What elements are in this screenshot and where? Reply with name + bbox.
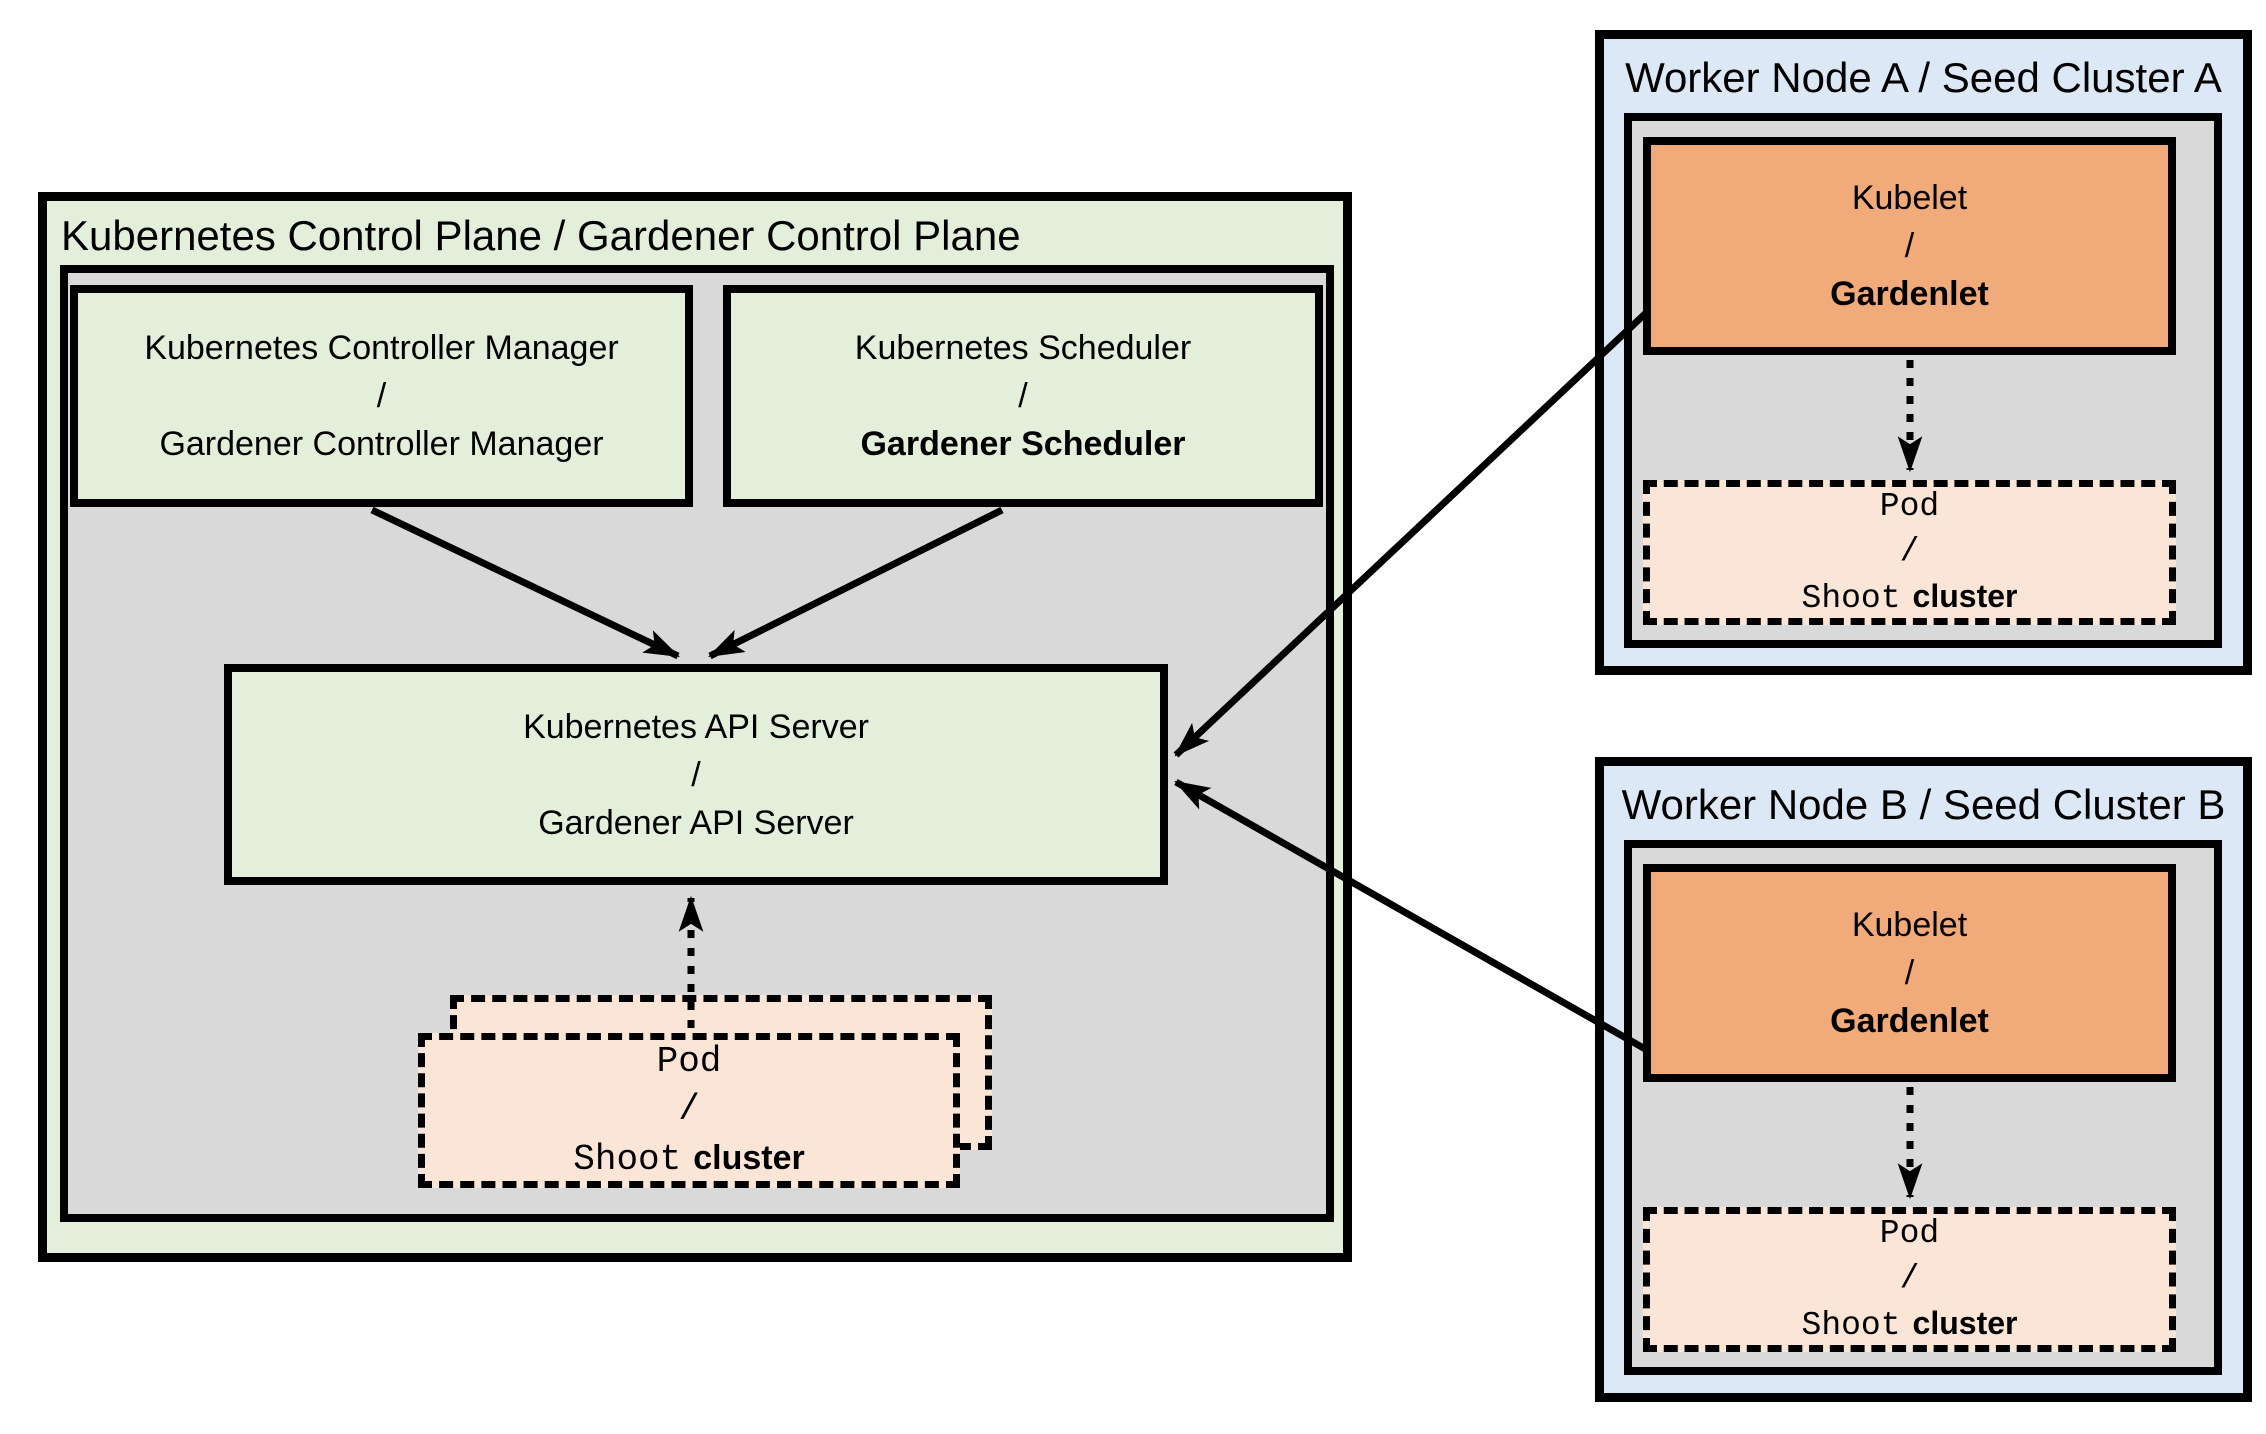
api-server-line1: Kubernetes API Server	[523, 707, 869, 746]
pod-shoot-cluster-box: Pod / Shoot cluster	[418, 1033, 960, 1188]
controller-manager-line1: Kubernetes Controller Manager	[144, 329, 619, 367]
pod-line1: Pod	[656, 1040, 722, 1082]
pod-line3: Shoot cluster	[573, 1134, 805, 1184]
pod-b-slash: /	[1899, 1260, 1920, 1297]
pod-slash: /	[678, 1088, 700, 1130]
scheduler-box: Kubernetes Scheduler / Gardener Schedule…	[723, 285, 1323, 507]
pod-line3-shoot: Shoot	[573, 1138, 682, 1180]
kubelet-b-slash: /	[1904, 954, 1915, 992]
pod-a-slash: /	[1899, 533, 1920, 570]
scheduler-slash: /	[1018, 377, 1028, 415]
pod-b-line3: Shoot cluster	[1802, 1301, 2018, 1348]
worker-node-b-title: Worker Node B / Seed Cluster B	[1621, 781, 2226, 828]
control-plane-title: Kubernetes Control Plane / Gardener Cont…	[61, 212, 1021, 259]
worker-node-a-title: Worker Node A / Seed Cluster A	[1625, 54, 2222, 101]
kubelet-b-line1: Kubelet	[1851, 906, 1968, 944]
kubelet-a-line3: Gardenlet	[1830, 275, 1989, 313]
pod-b-box: Pod / Shoot cluster	[1643, 1207, 2176, 1352]
api-server-line3: Gardener API Server	[538, 803, 854, 842]
api-server-box: Kubernetes API Server / Gardener API Ser…	[224, 664, 1168, 885]
scheduler-line3: Gardener Scheduler	[860, 425, 1186, 463]
pod-a-box: Pod / Shoot cluster	[1643, 480, 2176, 625]
kubelet-b-line3: Gardenlet	[1830, 1002, 1989, 1040]
pod-line3-cluster: cluster	[693, 1138, 805, 1177]
kubelet-b-box: Kubelet / Gardenlet	[1643, 864, 2176, 1082]
controller-manager-slash: /	[376, 377, 387, 415]
pod-a-line3-shoot: Shoot	[1801, 580, 1901, 617]
kubelet-a-slash: /	[1904, 227, 1915, 265]
api-server-slash: /	[691, 755, 701, 794]
pod-b-line3-cluster: cluster	[1912, 1305, 2018, 1341]
pod-a-line1: Pod	[1879, 488, 1940, 525]
kubelet-a-line1: Kubelet	[1851, 179, 1968, 217]
scheduler-line1: Kubernetes Scheduler	[854, 329, 1192, 367]
pod-a-line3: Shoot cluster	[1802, 574, 2018, 621]
pod-a-line3-cluster: cluster	[1912, 578, 2018, 614]
pod-b-line1: Pod	[1879, 1215, 1940, 1252]
pod-b-line3-shoot: Shoot	[1801, 1307, 1901, 1344]
controller-manager-line3: Gardener Controller Manager	[159, 425, 604, 463]
kubelet-a-box: Kubelet / Gardenlet	[1643, 137, 2176, 355]
controller-manager-box: Kubernetes Controller Manager / Gardener…	[70, 285, 693, 507]
